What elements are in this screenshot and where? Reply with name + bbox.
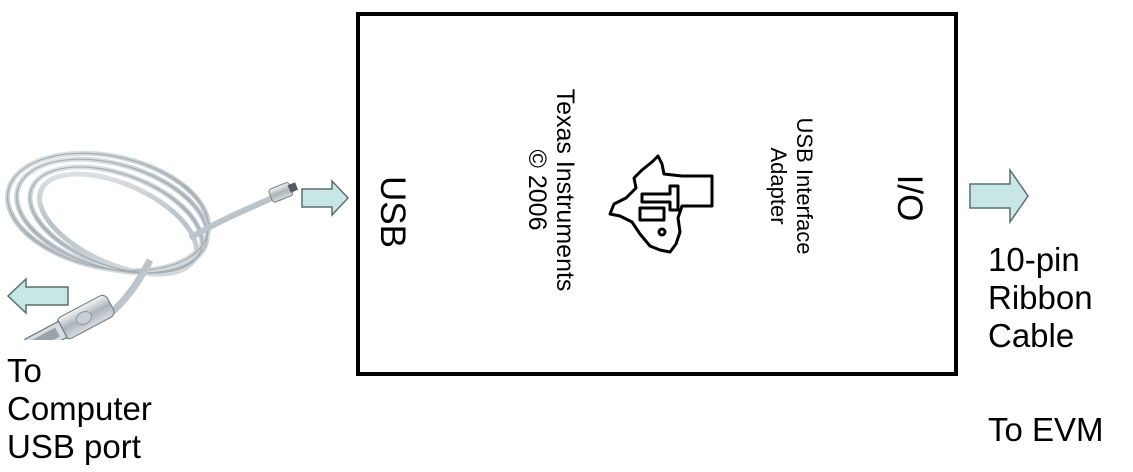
adapter-name-label: USB Interface Adapter [765, 31, 817, 341]
right-arrow-shape [301, 179, 350, 217]
to-computer-label: To Computer USB port [7, 352, 152, 466]
ribbon-cable-label: 10-pin Ribbon Cable [988, 241, 1093, 355]
to-computer-line: Computer [7, 390, 152, 427]
copyright-year: © 2006 [523, 149, 551, 231]
ribbon-cable-line: Cable [988, 317, 1075, 354]
io-port-label: I/O [890, 174, 929, 222]
manufacturer-name: Texas Instruments [551, 88, 579, 292]
left-arrow-shape [6, 277, 69, 315]
manufacturer-label: Texas Instruments © 2006 [523, 30, 579, 350]
to-computer-line: USB port [7, 428, 141, 465]
to-computer-line: To [7, 352, 42, 389]
usb-port-label: USB [373, 176, 412, 248]
output-arrow-shape [969, 168, 1029, 224]
adapter-name-line: USB Interface [792, 117, 817, 255]
ribbon-cable-line: 10-pin [988, 241, 1080, 278]
left-arrow-icon [6, 276, 70, 316]
output-arrow-icon [968, 168, 1030, 224]
ribbon-cable-line: Ribbon [988, 279, 1093, 316]
to-evm-label: To EVM [988, 411, 1104, 448]
texas-instruments-logo-icon [606, 144, 718, 269]
right-arrow-icon [300, 178, 350, 218]
adapter-name-line: Adapter [766, 147, 791, 225]
